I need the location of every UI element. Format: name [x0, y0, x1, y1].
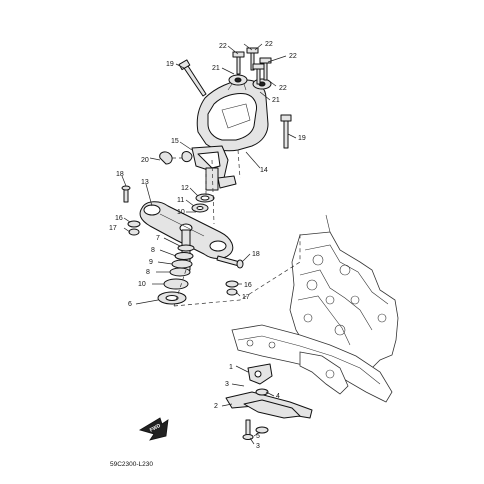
callout-2: 2	[214, 403, 218, 410]
frame-assembly	[231, 214, 399, 403]
bolt-19-right	[280, 114, 292, 149]
callout-16a: 16	[115, 215, 123, 222]
callout-13: 13	[141, 179, 149, 186]
washer-16-17-right	[225, 280, 239, 296]
top-bolts	[232, 47, 272, 85]
callout-21a: 21	[212, 65, 220, 72]
callout-21b: 21	[272, 97, 280, 104]
bearing-stack	[157, 244, 195, 305]
diagram-code: 59C2300-L230	[110, 461, 153, 468]
callout-5: 5	[256, 433, 260, 440]
callout-7: 7	[156, 235, 160, 242]
callout-17b: 17	[242, 294, 250, 301]
washer-16-17-left	[127, 220, 141, 236]
bolt-18-right	[216, 255, 244, 269]
callout-18a: 18	[116, 171, 124, 178]
callout-10b: 10	[138, 281, 146, 288]
lower-bracket-parts	[225, 363, 313, 440]
fwd-arrow-icon: FWD	[139, 417, 169, 441]
callout-14: 14	[260, 167, 268, 174]
callout-20: 20	[141, 157, 149, 164]
callout-11: 11	[177, 197, 184, 204]
callout-4: 4	[276, 393, 280, 400]
callout-22b: 22	[265, 41, 273, 48]
callouts: 22 22 22 22 19 21 21 19 15 14 20 18 13 1…	[109, 41, 306, 450]
callout-8a: 8	[151, 247, 155, 254]
callout-22c: 22	[289, 53, 297, 60]
callout-12: 12	[181, 185, 189, 192]
callout-18b: 18	[252, 251, 260, 258]
callout-15: 15	[171, 138, 179, 145]
callout-19a: 19	[166, 61, 174, 68]
callout-10a: 10	[177, 209, 185, 216]
callout-22a: 22	[219, 43, 227, 50]
clamp-bracket-15	[191, 145, 237, 191]
callout-3a: 3	[225, 381, 229, 388]
bolt-18-left	[121, 185, 131, 203]
leader-lines	[121, 43, 297, 445]
callout-3b: 3	[256, 443, 260, 450]
callout-9: 9	[149, 259, 153, 266]
bolt-19-left	[178, 59, 207, 97]
callout-6: 6	[128, 301, 132, 308]
fwd-label: FWD	[149, 423, 162, 434]
callout-17a: 17	[109, 225, 117, 232]
callout-16b: 16	[244, 282, 252, 289]
callout-8b: 8	[146, 269, 150, 276]
callout-1: 1	[229, 364, 233, 371]
callout-19b: 19	[298, 135, 306, 142]
assembly-lines	[173, 149, 301, 307]
clip-20	[159, 151, 193, 165]
callout-22d: 22	[279, 85, 287, 92]
washer-12-nut-11	[191, 193, 215, 213]
upper-bracket-assembly	[196, 74, 272, 152]
